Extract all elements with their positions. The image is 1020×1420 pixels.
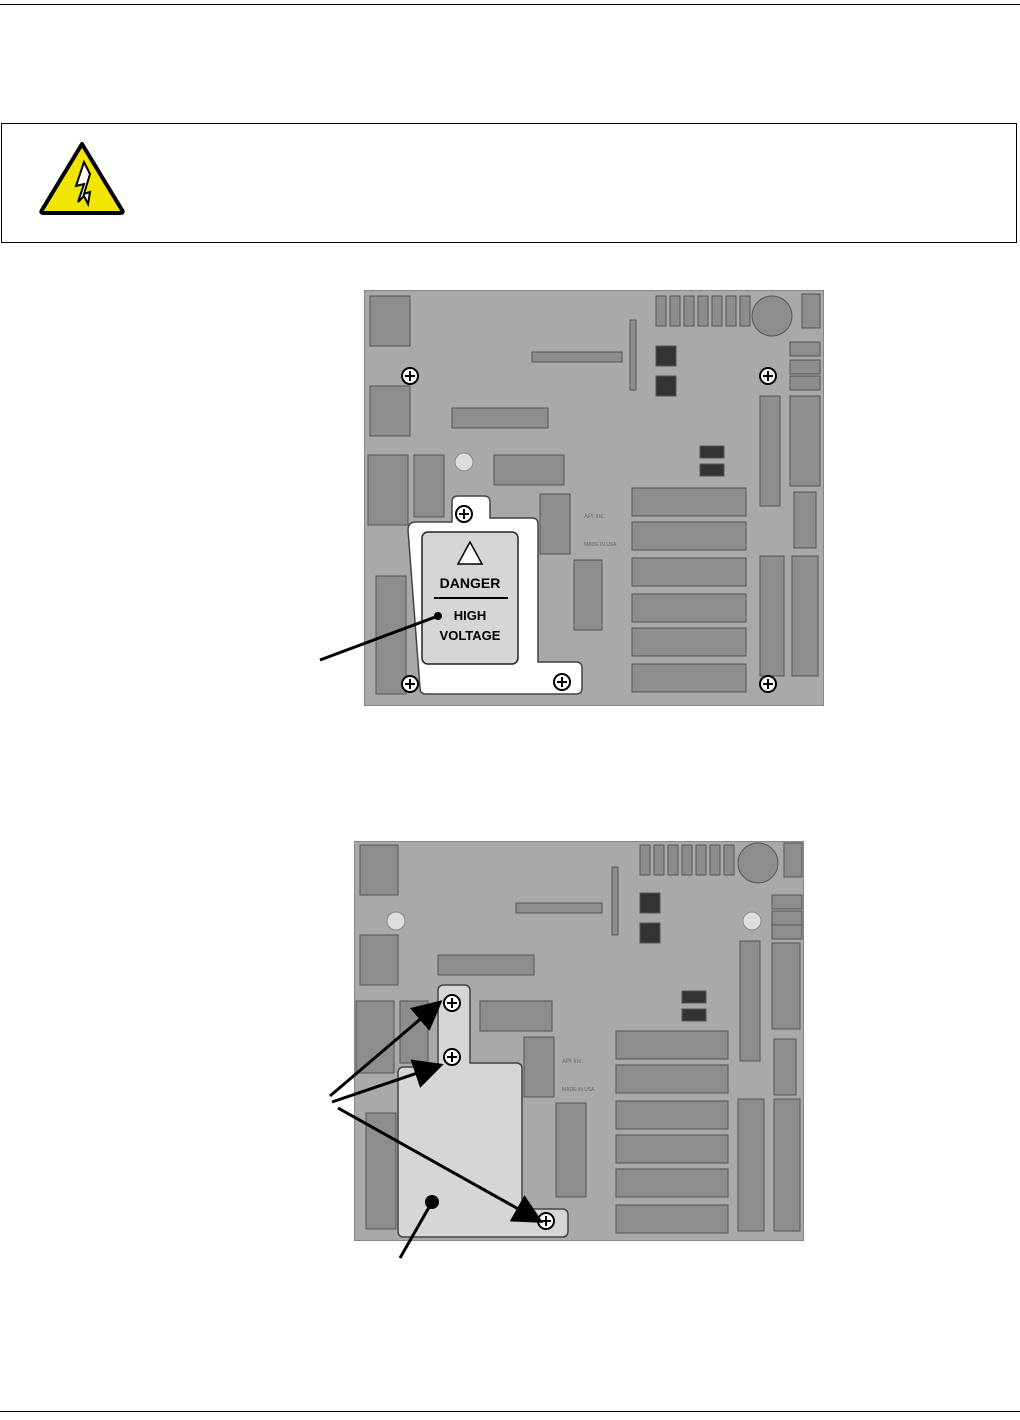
top-callout-arrow — [319, 612, 442, 662]
bottom-callout-arrows — [329, 1000, 544, 1259]
footer-rule — [0, 1411, 1020, 1412]
origin-mark: MADE IN USA — [584, 542, 617, 548]
pcb-with-shield-figure: DANGER HIGH VOLTAGE API Inc. MADE IN USA — [364, 290, 824, 706]
high-voltage-line2: VOLTAGE — [440, 628, 501, 643]
high-voltage-line1: HIGH — [454, 608, 487, 623]
warning-box — [1, 123, 1017, 243]
origin-mark-2: MADE IN USA — [562, 1087, 595, 1093]
company-mark: API Inc. — [584, 514, 605, 520]
company-mark-2: API Inc. — [562, 1059, 583, 1065]
danger-title: DANGER — [440, 575, 501, 591]
high-voltage-warning-icon — [39, 142, 125, 215]
pcb-without-shield-figure: API Inc. MADE IN USA — [354, 841, 804, 1241]
header-rule — [0, 4, 1020, 5]
